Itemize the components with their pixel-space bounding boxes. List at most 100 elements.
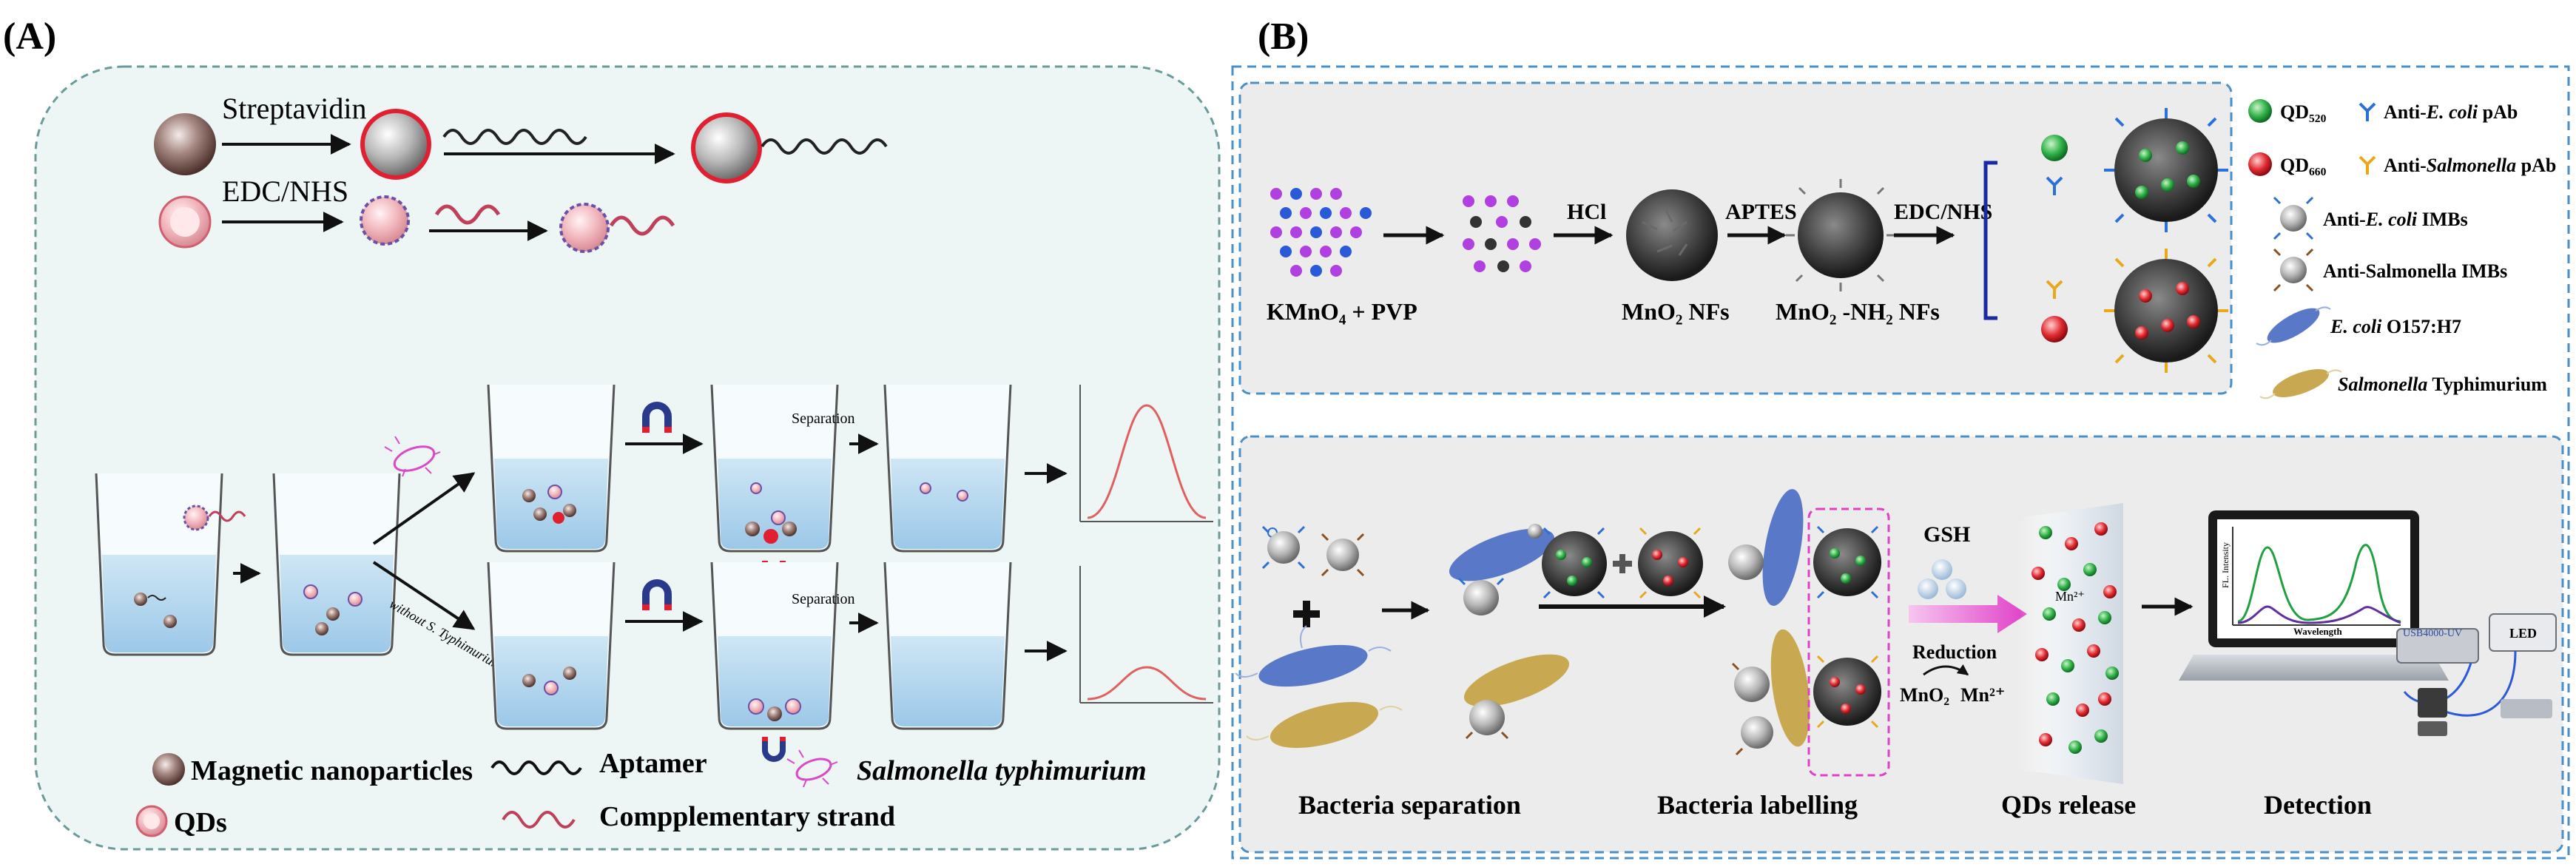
arrow-icon (372, 472, 476, 545)
activated-qd-icon (360, 195, 410, 246)
beaker-7 (710, 561, 839, 730)
qds-release-scene: Mn²⁺ (2020, 503, 2123, 784)
plus-icon (1293, 601, 1320, 627)
legend-salmonella-label: Salmonella typhimurium (857, 755, 1147, 786)
pink-arrow-icon (1909, 595, 2027, 633)
led-source (2489, 613, 2557, 652)
aptamer-bead-icon (691, 112, 762, 183)
legend-aptamer-label: Aptamer (599, 748, 707, 779)
bracket-icon (1983, 161, 1997, 320)
spectrometer-setup: USB4000-UV LED (2396, 613, 2557, 736)
green-labeled-nf (2104, 108, 2228, 232)
magnet-icon (762, 740, 786, 762)
complementary-strand-icon (434, 204, 501, 225)
kmno4-pvp-label: KMnO₄ + PVP (1267, 298, 1417, 325)
beaker-3 (487, 384, 616, 553)
nf-probes-pair (1542, 527, 1703, 599)
qd-probe-icon (183, 505, 209, 531)
mno2-nf-icon (1626, 189, 1718, 281)
hcl-label: HCl (1567, 200, 1606, 224)
conjugation-row-2: EDC/NHS (158, 175, 675, 253)
legend-anti-ecoli-pab-icon (2358, 102, 2376, 121)
beaker-5 (883, 384, 1012, 553)
usb-device-label: USB4000-UV (2403, 628, 2462, 639)
spectrum-chart-high (1079, 385, 1213, 522)
magnet-icon (642, 402, 672, 433)
magnet-pole-icon (664, 604, 672, 610)
panel-b-frame (1231, 65, 2570, 860)
beaker-6 (487, 561, 616, 730)
bacteria-separation-scene (1235, 524, 1570, 749)
cuvette-holder-2 (2418, 721, 2447, 736)
synthesis-box (1238, 81, 2233, 395)
spectrum-chart-low (1079, 566, 1213, 704)
labelling-highlight-box (1807, 507, 1890, 777)
detection-laptop: FL. Intensity Wavelength (2179, 510, 2449, 681)
legend-complementary-icon (502, 811, 576, 829)
beaker-8 (883, 561, 1012, 730)
panel-b-label: (B) (1258, 16, 1309, 58)
panel-b-legend: QD₅₂₀ Anti-E. coli pAb QD₆₆₀ Anti-Salmon… (2248, 99, 2556, 399)
magnet-pole-icon (664, 427, 672, 433)
legend-magnetic-icon (152, 753, 185, 786)
legend-anti-ecoli-pab-prefix: Anti- (2384, 101, 2427, 123)
qd-strand-conjugate-icon (559, 203, 610, 253)
legend-qd520-icon (2248, 99, 2272, 123)
panel-a-frame (34, 65, 1221, 851)
magnet-pole-icon (762, 737, 768, 741)
beaker-1 (95, 473, 223, 656)
led-label: LED (2509, 626, 2537, 641)
spectrum-high-curve (1087, 404, 1207, 519)
legend-qd520-label: QD₅₂₀ (2280, 101, 2327, 123)
streptavidin-bead-icon (360, 109, 431, 180)
mno2-nh2-nfs-label: MnO₂ -NH₂ NFs (1776, 298, 1940, 325)
legend-qd660-icon (2248, 152, 2272, 176)
edc-nhs-label-b: EDC/NHS (1894, 200, 1992, 224)
legend-qds-label: QDs (174, 807, 227, 838)
legend-salm-suffix: Typhimurium (2427, 374, 2547, 395)
step-bacteria-separation: Bacteria separation (1298, 790, 1521, 820)
gsh-label: GSH (1923, 522, 1970, 547)
step-detection: Detection (2264, 790, 2372, 820)
legend-anti-salm-pab-label: Anti-Salmonella pAb (2384, 155, 2556, 176)
legend-anti-salm-imbs-label: Anti-Salmonella IMBs (2323, 260, 2507, 282)
gsh-drop-icon (1946, 578, 1966, 599)
step-qds-release: QDs release (2001, 790, 2136, 820)
legend-anti-ecoli-pab-suffix: pAb (2478, 101, 2518, 123)
antibody-blue-icon (2046, 176, 2063, 195)
nanoflower-texture-icon (1642, 206, 1688, 256)
spectrum-low-curve (1087, 666, 1207, 701)
panel-a-legend: Magnetic nanoparticles Aptamer Salmonell… (135, 748, 1147, 838)
step-bacteria-labelling: Bacteria labelling (1657, 790, 1858, 820)
aptamer-strand-icon (442, 129, 587, 145)
edc-nhs-label: EDC/NHS (222, 175, 348, 208)
legend-ecoli-label: E. coli O157:H7 (2330, 316, 2461, 337)
legend-anti-ecoli-imbs-italic: E. coli (2365, 209, 2418, 230)
legend-anti-ecoli-imb-icon (2280, 205, 2307, 232)
beaker-2 (272, 473, 401, 656)
legend-ecoli-flagella-icon (2256, 306, 2331, 346)
legend-anti-salm-pab-icon (2358, 155, 2376, 175)
mno2-nh2-nf-icon (1798, 192, 1884, 278)
red-labeled-nf (2104, 249, 2228, 373)
kmno4-pvp-cluster (1270, 188, 1372, 277)
plus-icon-2 (1613, 554, 1632, 573)
magnet-pole-icon (780, 737, 786, 741)
aptes-label: APTES (1725, 200, 1797, 224)
legend-salmonella-b-flagella-icon (2259, 369, 2342, 399)
qd-probe-strand-icon (208, 510, 246, 522)
antibody-yellow-icon (2046, 280, 2063, 299)
separation-label-2: Separation (792, 591, 855, 607)
legend-anti-salm-pab-prefix: Anti- (2384, 155, 2427, 176)
legend-anti-ecoli-imbs-label: Anti-E. coli IMBs (2323, 209, 2468, 230)
legend-salmonella-b-icon (2273, 369, 2329, 397)
legend-qd-core-icon (144, 813, 160, 829)
intermediate-cluster (1463, 195, 1541, 272)
legend-aptamer-icon (490, 760, 582, 775)
streptavidin-label: Streptavidin (222, 92, 367, 125)
sample-vial (2501, 699, 2552, 718)
detection-purple-curve (2237, 605, 2401, 624)
legend-salmonella-flagella-icon (786, 749, 838, 788)
magnet-pole-icon (642, 604, 650, 610)
